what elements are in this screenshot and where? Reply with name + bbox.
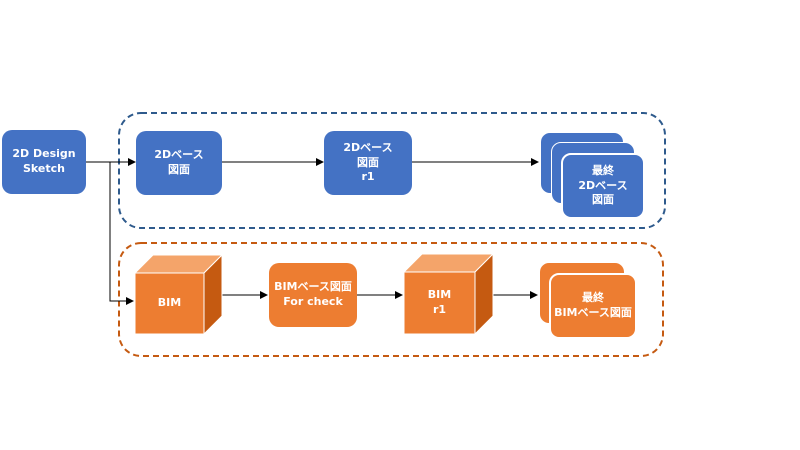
node-final-bim-drawing: 最終 BIMベース図面 bbox=[549, 273, 637, 339]
node-2d-design-sketch-label: 2D Design Sketch bbox=[12, 147, 76, 175]
bim-r1-cube bbox=[402, 252, 495, 336]
node-bim-check-drawing-label: BIMベース図面 For check bbox=[274, 280, 352, 308]
node-final-bim-drawing-label: 最終 BIMベース図面 bbox=[554, 291, 632, 319]
node-2d-design-sketch: 2D Design Sketch bbox=[2, 130, 86, 194]
node-bim-label: BIM bbox=[157, 296, 182, 310]
node-bim: BIM bbox=[135, 273, 204, 334]
node-bim-check-drawing: BIMベース図面 For check bbox=[269, 263, 357, 327]
node-2d-base-drawing-label: 2Dベース 図面 bbox=[154, 148, 204, 176]
bim-cube bbox=[133, 253, 224, 336]
node-final-2d-base-drawing: 最終 2Dベース 図面 bbox=[561, 153, 645, 219]
node-2d-base-drawing: 2Dベース 図面 bbox=[136, 131, 222, 195]
group-bim-container bbox=[118, 242, 664, 357]
node-bim-r1: BIM r1 bbox=[404, 272, 475, 334]
node-final-2d-base-drawing-label: 最終 2Dベース 図面 bbox=[578, 163, 628, 207]
node-bim-r1-label: BIM r1 bbox=[427, 288, 452, 316]
group-2d-container bbox=[118, 112, 666, 229]
node-2d-base-drawing-r1: 2Dベース 図面 r1 bbox=[324, 131, 412, 195]
node-2d-base-drawing-r1-label: 2Dベース 図面 r1 bbox=[343, 140, 393, 184]
connector-sketch-to-bim bbox=[109, 162, 134, 305]
